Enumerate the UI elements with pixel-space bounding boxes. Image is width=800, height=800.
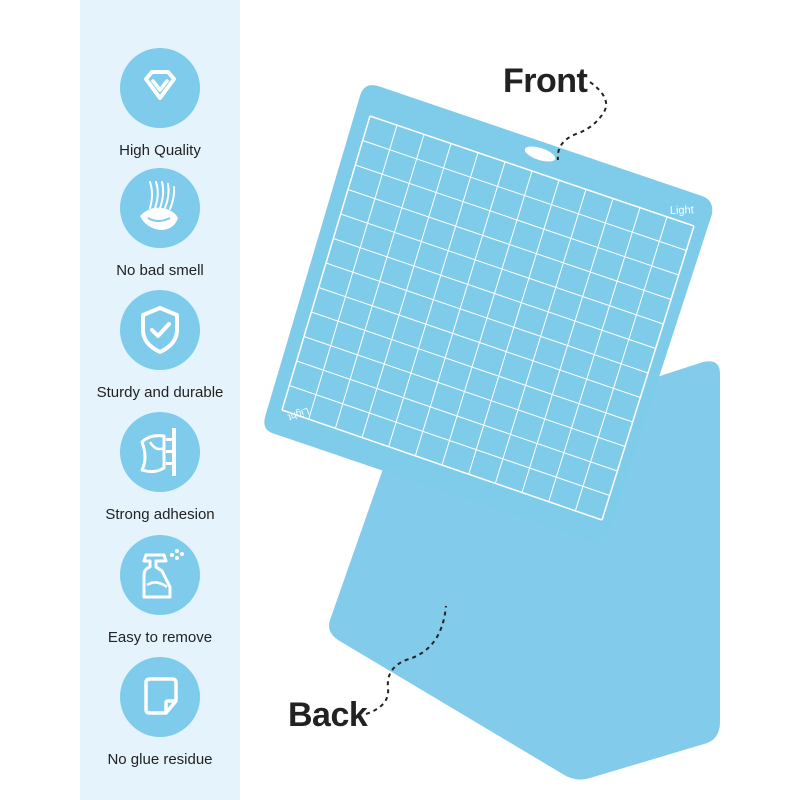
hang-hole — [524, 146, 556, 162]
grid-line — [296, 360, 618, 472]
feature-no-glue-residue: No glue residue — [80, 657, 240, 768]
feature-label: High Quality — [119, 142, 201, 159]
clean-sheet-icon — [120, 657, 200, 737]
brand-text-front: Light — [670, 204, 694, 217]
grid-line — [289, 385, 610, 496]
spray-bottle-icon — [120, 535, 200, 615]
back-leader-line — [365, 605, 447, 715]
front-leader-line — [556, 81, 608, 161]
adhesion-icon — [120, 412, 200, 492]
feature-sturdy-durable: Sturdy and durable — [80, 290, 240, 401]
feature-label: Easy to remove — [107, 629, 213, 646]
feature-strong-adhesion: Strong adhesion — [80, 412, 240, 523]
back-callout: Back — [288, 696, 368, 734]
grid-line — [574, 216, 668, 511]
grid-line — [281, 409, 603, 521]
feature-no-bad-smell: No bad smell — [80, 168, 240, 279]
feature-label: No glue residue — [107, 751, 213, 768]
feature-high-quality: High Quality — [80, 48, 240, 159]
feature-label: Strong adhesion — [105, 506, 215, 523]
diamond-icon — [120, 48, 200, 128]
no-smell-icon — [120, 168, 200, 248]
feature-easy-remove: Easy to remove — [80, 535, 240, 646]
feature-label: Sturdy and durable — [96, 384, 224, 401]
shield-check-icon — [120, 290, 200, 370]
feature-label: No bad smell — [116, 262, 204, 279]
features-sidebar: High Quality No bad smell Sturdy and dur… — [80, 0, 240, 800]
front-mat: Light Light — [264, 85, 713, 543]
front-callout: Front — [503, 62, 588, 100]
grid-line — [601, 225, 695, 521]
grid-lines — [281, 115, 695, 521]
